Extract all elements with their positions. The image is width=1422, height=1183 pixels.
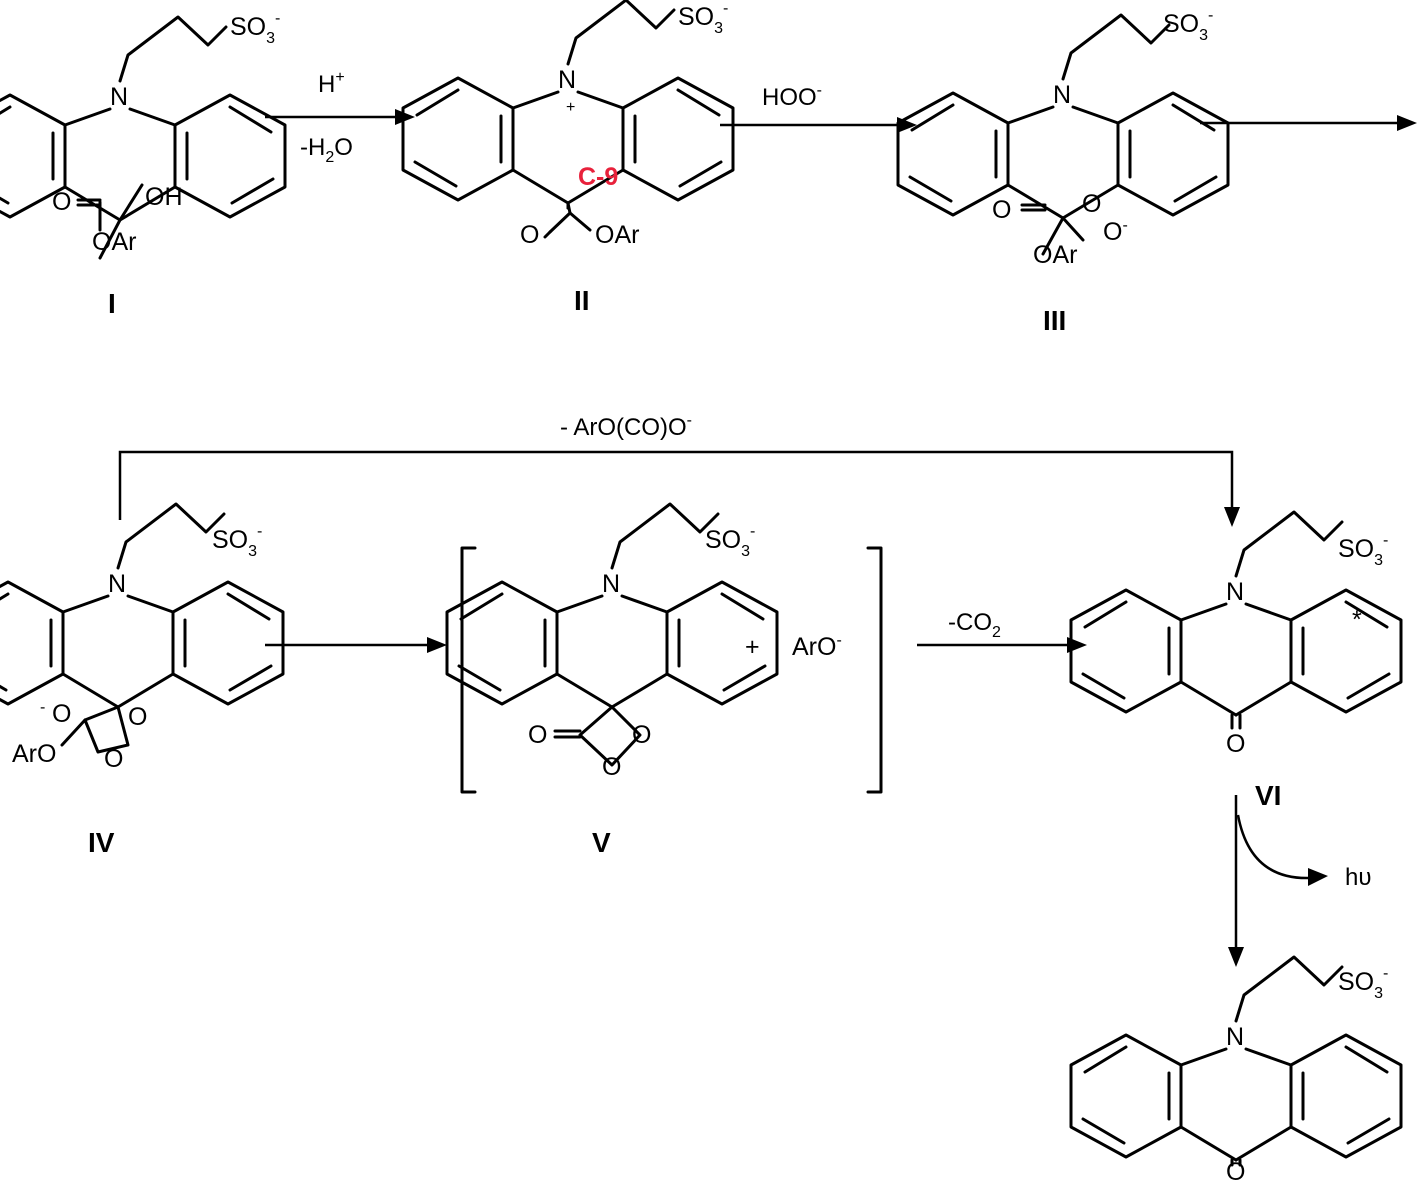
reagent-top: HOO- [762,82,822,111]
ester-group: OAr [595,221,639,249]
reagent-bottom: -H2O [300,134,353,166]
aryloxide: ArO- [792,632,842,661]
ester-group: OAr [1033,241,1077,269]
carbonyl-oxygen: O [992,196,1011,224]
reagent-top: - ArO(CO)O- [560,412,692,441]
excited-state-marker: * [1352,606,1362,634]
alkoxide-oxygen: O [52,700,71,728]
dioxetanone-oxygen-1: O [632,721,651,749]
aryloxy-group: ArO [12,740,56,768]
compound-II: N + SO3- C-9 O OAr II [401,0,735,316]
c9-highlight: C-9 [578,163,618,191]
photon-label: hυ [1345,864,1371,891]
peroxy-oxygen-1: O [1082,190,1101,218]
ketone-oxygen: O [1226,730,1245,758]
sulfonate-group: SO3- [1338,532,1388,569]
sulfonate-group: SO3- [678,0,728,37]
ester-group: OAr [92,228,136,256]
nitrogen-atom: N [602,570,620,598]
nitrogen-atom: N [1053,81,1071,109]
nitrogen-atom: N [108,570,126,598]
alkoxide-charge: - [40,699,45,716]
arrow-bypass: - ArO(CO)O- [118,412,1240,527]
carbonyl-oxygen: O [528,721,547,749]
nitrogen-atom: N [1226,1023,1244,1051]
compound-label: VI [1255,780,1281,811]
hydroxyl-group: OH [145,183,183,211]
carbonyl-oxygen: O [520,221,539,249]
compound-I: N SO3- O OH OAr I [0,10,287,319]
sulfonate-group: SO3- [1163,7,1213,44]
compound-ground-state: N SO3- O [1069,955,1403,1183]
compound-label: II [574,285,590,316]
sulfonate-group: SO3- [1338,965,1388,1002]
arrow-to-dioxetanone [265,637,447,653]
arrow-protonation: H+ -H2O [265,69,415,166]
sulfonate-group: SO3- [212,523,262,560]
plus-sign: + [745,633,760,661]
compound-label: IV [88,827,115,858]
dioxetanone-oxygen-2: O [602,753,621,781]
arrow-hydroperoxide: HOO- [720,82,917,133]
nitrogen-atom: N [558,66,576,94]
sulfonate-group: SO3- [230,10,280,47]
dioxetane-oxygen-1: O [128,703,147,731]
peroxy-oxygen-2: O- [1103,217,1128,246]
arrow-emission: hυ [1228,795,1371,967]
ketone-oxygen: O [1226,1158,1245,1183]
compound-III: N SO3- O OAr O O- III [896,7,1230,336]
reagent-top: H+ [318,69,345,98]
compound-label: III [1043,305,1066,336]
positive-charge: + [566,99,575,116]
reagent-top: -CO2 [948,609,1001,641]
compound-label: V [592,827,611,858]
carbonyl-oxygen: O [52,188,71,216]
dioxetane-oxygen-2: O [104,745,123,773]
arrow-to-dioxetane [1200,115,1417,131]
nitrogen-atom: N [1226,578,1244,606]
compound-VI: N SO3- O * VI [1069,510,1403,811]
arrow-decarboxylation: -CO2 [917,609,1087,653]
compound-IV: N SO3- - O O O ArO IV [0,502,285,858]
compound-V: N SO3- O O O + ArO- V [445,502,883,858]
nitrogen-atom: N [110,83,128,111]
compound-label: I [108,288,116,319]
sulfonate-group: SO3- [705,523,755,560]
